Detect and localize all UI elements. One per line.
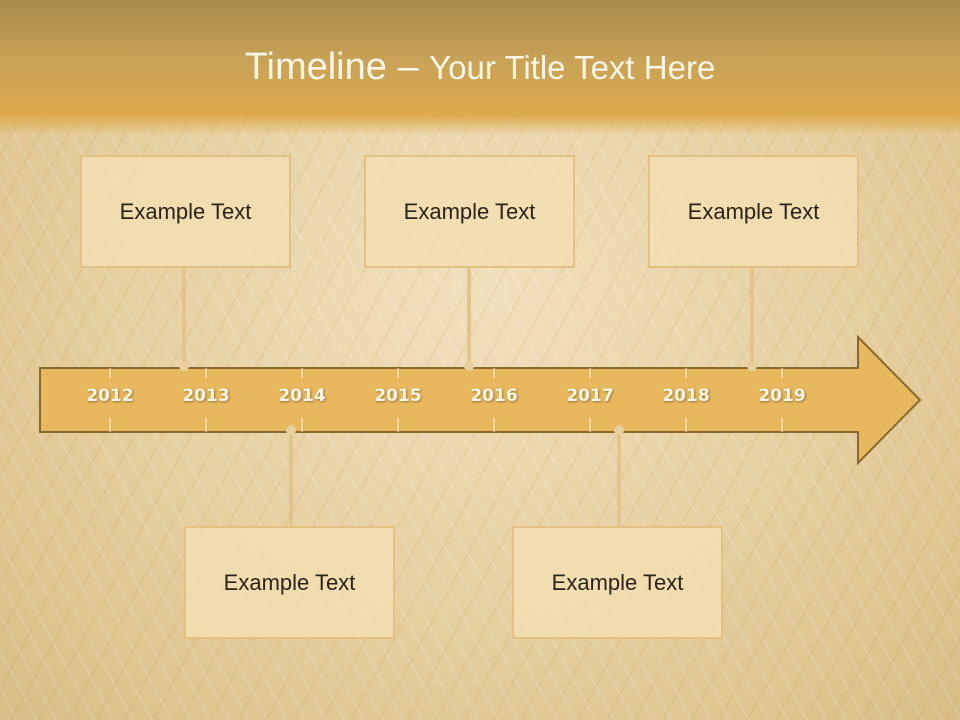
connector-line [617, 432, 621, 527]
title-subtitle: Your Title Text Here [429, 49, 716, 86]
event-box-top[interactable]: Example Text [80, 155, 291, 268]
year-label: 2017 [566, 386, 614, 406]
year-label: 2015 [374, 386, 422, 406]
event-box-bottom[interactable]: Example Text [184, 526, 395, 639]
connector-dot [179, 361, 189, 371]
event-box-top[interactable]: Example Text [648, 155, 859, 268]
connector-dot [614, 425, 624, 435]
connector-line [467, 268, 471, 366]
connector-dot [286, 425, 296, 435]
connector-dot [464, 361, 474, 371]
slide-title: Timeline – Your Title Text Here [0, 44, 960, 91]
title-main: Timeline [244, 46, 387, 88]
title-banner [0, 0, 960, 135]
tick-marks [109, 368, 783, 432]
title-dash: – [386, 46, 430, 88]
connector-line [289, 432, 293, 527]
connector-line [750, 268, 754, 366]
year-label: 2012 [86, 386, 134, 406]
year-label: 2013 [182, 386, 230, 406]
connector-dot [747, 361, 757, 371]
connector-line [182, 268, 186, 366]
year-label: 2018 [662, 386, 710, 406]
event-box-top[interactable]: Example Text [364, 155, 575, 268]
year-label: 2019 [758, 386, 806, 406]
event-box-bottom[interactable]: Example Text [512, 526, 723, 639]
year-label: 2016 [470, 386, 518, 406]
year-label: 2014 [278, 386, 326, 406]
